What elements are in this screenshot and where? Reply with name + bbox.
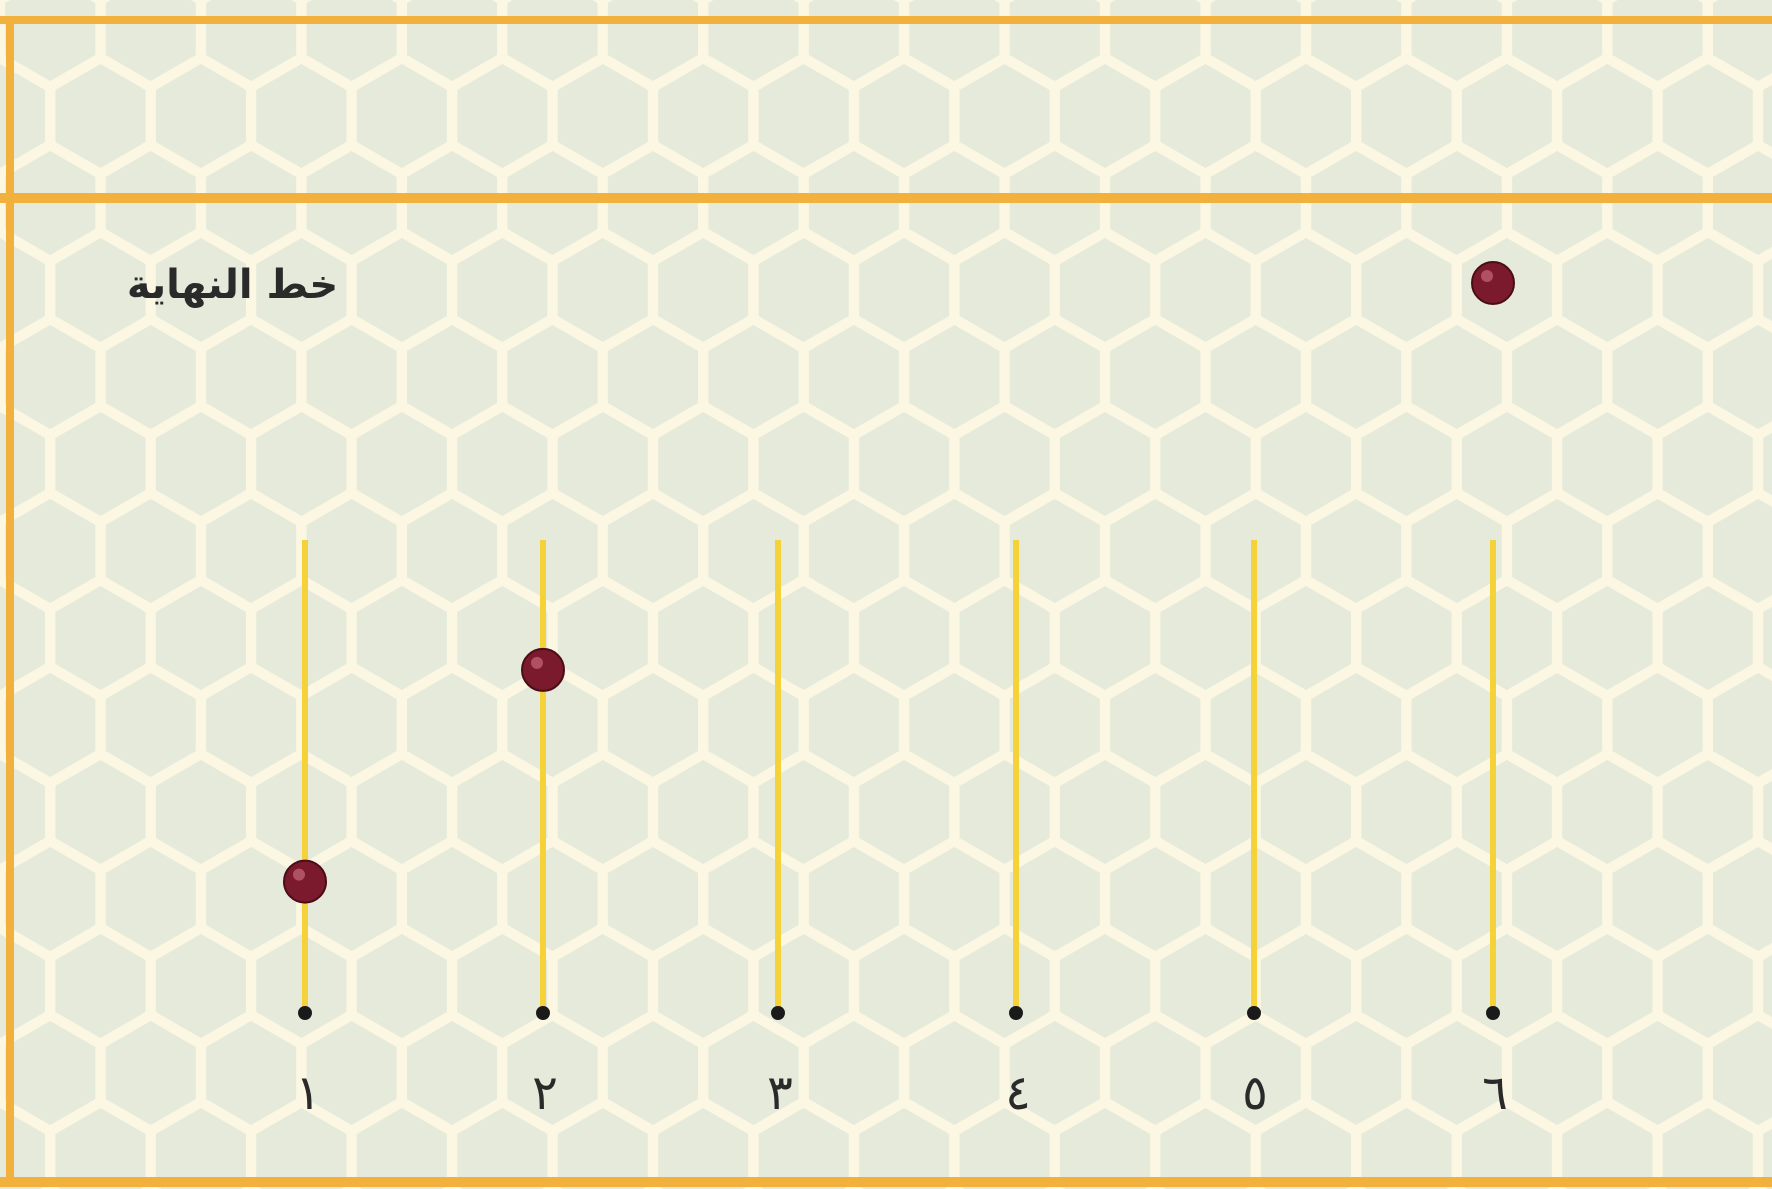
- lane-number-2: ٢: [510, 1065, 580, 1121]
- marble-highlight: [531, 657, 543, 669]
- marble[interactable]: [1472, 262, 1514, 304]
- lane-number-5: ٥: [1220, 1065, 1290, 1121]
- lane-number-3: ٣: [745, 1065, 815, 1121]
- finish-line-label: خط النهاية: [110, 262, 355, 308]
- lane-number-4: ٤: [983, 1065, 1053, 1121]
- lane-number-6: ٦: [1460, 1065, 1530, 1121]
- start-dot: [771, 1006, 785, 1020]
- marble-highlight: [1481, 270, 1493, 282]
- start-dot: [1247, 1006, 1261, 1020]
- marble[interactable]: [522, 649, 564, 691]
- start-dot: [298, 1006, 312, 1020]
- marble-highlight: [293, 869, 305, 881]
- marble[interactable]: [284, 861, 326, 903]
- start-dot: [1486, 1006, 1500, 1020]
- start-dot: [536, 1006, 550, 1020]
- start-dot: [1009, 1006, 1023, 1020]
- lane-number-1: ١: [273, 1065, 343, 1121]
